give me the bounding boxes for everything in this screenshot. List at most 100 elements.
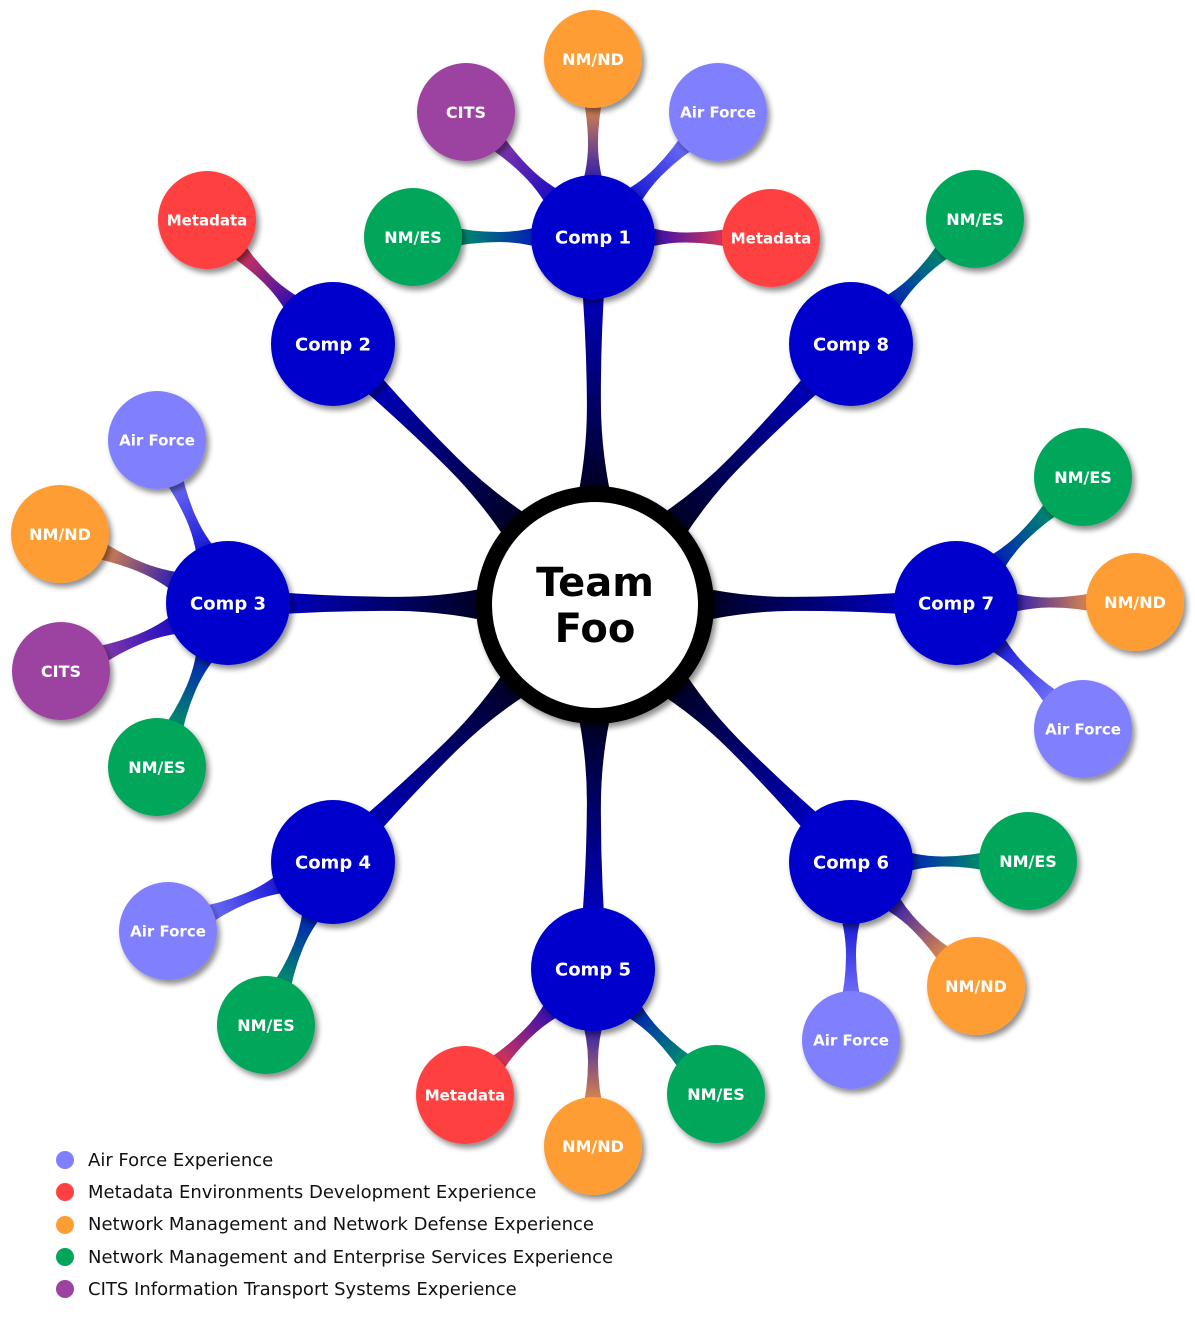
- comp-1-child-3-link: [577, 88, 609, 200]
- comp-5-child-3-circle: [667, 1045, 765, 1143]
- comp-6-child-3-link: [835, 899, 867, 1011]
- comp-4-child-1-label: Air Force: [130, 922, 206, 940]
- comp-1-branch: [568, 274, 621, 535]
- comp-2-child-1-circle: [158, 171, 256, 269]
- comp-5-child-3: NM/ES: [667, 1045, 765, 1143]
- comp-4-child-1-circle: [119, 882, 217, 980]
- legend-label: Air Force Experience: [88, 1149, 274, 1171]
- comp-1-child-1-label: NM/ES: [384, 228, 442, 247]
- comp-2-node: Comp 2: [271, 282, 395, 406]
- comp-3-child-3-circle: [12, 622, 110, 720]
- comp-6-child-1-link: [888, 845, 999, 878]
- comp-1-node-circle: [531, 175, 655, 299]
- comp-6-node: Comp 6: [789, 800, 913, 924]
- legend-item: Metadata Environments Development Experi…: [56, 1176, 613, 1208]
- comp-1-child-3-circle: [544, 10, 642, 108]
- comp-7-node: Comp 7: [894, 541, 1018, 665]
- comp-7-child-1: NM/ES: [1034, 428, 1132, 526]
- legend-item: Air Force Experience: [56, 1144, 613, 1176]
- comp-6-child-3: Air Force: [802, 991, 900, 1089]
- comp-3-branch: [265, 578, 525, 631]
- legend-label: CITS Information Transport Systems Exper…: [88, 1278, 517, 1300]
- comp-3-child-1: Air Force: [108, 391, 206, 489]
- comp-7-child-2-circle: [1086, 553, 1184, 651]
- legend-dot-icon: [56, 1248, 74, 1267]
- comp-1-child-5-label: Metadata: [731, 229, 812, 247]
- comp-3-child-1-circle: [108, 391, 206, 489]
- comp-7-child-3-label: Air Force: [1045, 720, 1121, 738]
- comp-3-node: Comp 3: [166, 541, 290, 665]
- comp-3-child-4: NM/ES: [108, 718, 206, 816]
- comp-1-child-1: NM/ES: [364, 188, 462, 286]
- comp-1-child-2-circle: [417, 63, 515, 161]
- comp-3-child-3: CITS: [12, 622, 110, 720]
- legend-label: Metadata Environments Development Experi…: [88, 1181, 537, 1203]
- comp-6-child-3-label: Air Force: [813, 1031, 889, 1049]
- comp-5-node-label: Comp 5: [555, 959, 631, 980]
- comp-2-node-circle: [271, 282, 395, 406]
- comp-3-child-4-circle: [108, 718, 206, 816]
- comp-7-child-2: NM/ND: [1086, 553, 1184, 651]
- comp-8-child-1-circle: [926, 170, 1024, 268]
- comp-4-child-2: NM/ES: [217, 976, 315, 1074]
- comp-6-node-label: Comp 6: [813, 852, 889, 873]
- comp-1-node-label: Comp 1: [555, 227, 631, 248]
- comp-3-child-3-label: CITS: [41, 662, 81, 681]
- comp-7-node-label: Comp 7: [918, 593, 994, 614]
- comp-4-child-1: Air Force: [119, 882, 217, 980]
- comp-6-child-1-label: NM/ES: [999, 852, 1057, 871]
- comp-6-child-2-circle: [927, 937, 1025, 1035]
- comp-4-node: Comp 4: [271, 800, 395, 924]
- comp-3-child-2: NM/ND: [11, 485, 109, 583]
- comp-7-child-2-link: [993, 586, 1106, 619]
- comp-8-node: Comp 8: [789, 282, 913, 406]
- comp-1-child-4-circle: [669, 63, 767, 161]
- center-title-line-2: Foo: [555, 606, 636, 652]
- comp-7-child-1-label: NM/ES: [1054, 468, 1112, 487]
- comp-2-child-1-label: Metadata: [167, 211, 248, 229]
- comp-1-child-5-circle: [722, 189, 820, 287]
- legend-label: Network Management and Enterprise Servic…: [88, 1246, 614, 1268]
- comp-1-child-1-link: [442, 221, 556, 253]
- legend-dot-icon: [56, 1215, 74, 1234]
- comp-5-child-2-label: NM/ND: [562, 1137, 624, 1156]
- comp-5-child-3-label: NM/ES: [687, 1085, 745, 1104]
- comp-4-child-2-circle: [217, 976, 315, 1074]
- comp-7-child-1-circle: [1034, 428, 1132, 526]
- comp-5-child-1: Metadata: [416, 1046, 514, 1144]
- comp-1-child-1-circle: [364, 188, 462, 286]
- comp-6-child-1-circle: [979, 812, 1077, 910]
- comp-4-node-circle: [271, 800, 395, 924]
- comp-2-branch: [350, 361, 564, 574]
- comp-6-node-circle: [789, 800, 913, 924]
- comp-6-child-2-label: NM/ND: [945, 977, 1007, 996]
- comp-7-node-circle: [894, 541, 1018, 665]
- comp-2-child-1: Metadata: [158, 171, 256, 269]
- comp-1-child-2-label: CITS: [446, 103, 486, 122]
- comp-4-branch: [351, 636, 563, 845]
- comp-3-child-4-label: NM/ES: [128, 758, 186, 777]
- legend-item: Network Management and Network Defense E…: [56, 1209, 613, 1241]
- comp-1-child-5-link: [630, 221, 742, 254]
- comp-8-child-1-label: NM/ES: [946, 210, 1004, 229]
- legend-dot-icon: [56, 1280, 74, 1299]
- center-circle: [476, 486, 714, 724]
- comp-5-child-1-label: Metadata: [425, 1086, 506, 1104]
- comp-8-node-circle: [789, 282, 913, 406]
- comp-6-child-2: NM/ND: [927, 937, 1025, 1035]
- comp-4-node-label: Comp 4: [295, 852, 371, 873]
- comp-1-child-2: CITS: [417, 63, 515, 161]
- comp-5-child-2: NM/ND: [544, 1097, 642, 1195]
- center-title-line-1: Team: [536, 560, 654, 606]
- comp-1-child-3: NM/ND: [544, 10, 642, 108]
- comp-1-child-4-label: Air Force: [680, 103, 756, 121]
- comp-7-child-2-label: NM/ND: [1104, 593, 1166, 612]
- legend-item: Network Management and Enterprise Servic…: [56, 1241, 613, 1273]
- comp-7-child-3-circle: [1034, 680, 1132, 778]
- comp-3-node-circle: [166, 541, 290, 665]
- comp-5-node-circle: [531, 907, 655, 1031]
